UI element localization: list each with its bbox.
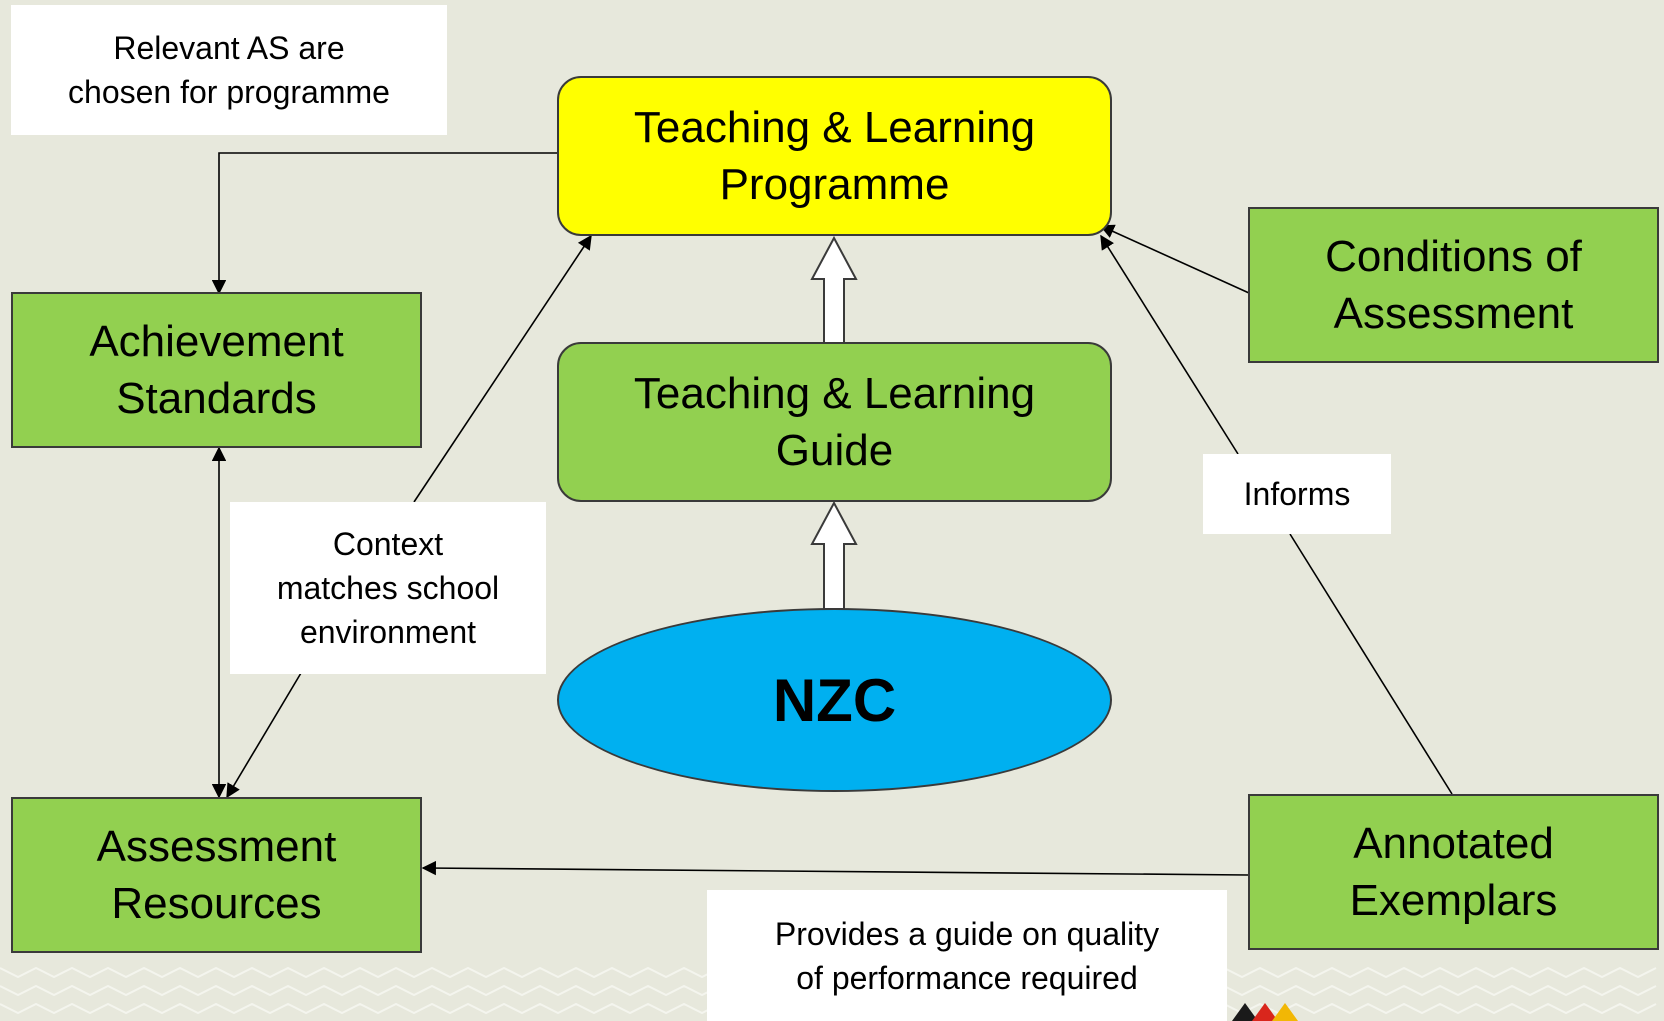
node-annotated-exemplars: Annotated Exemplars [1248, 794, 1659, 950]
note-informs-text: Informs [1243, 476, 1351, 512]
node-nzc: NZC [557, 608, 1112, 792]
connector-programme-to-achievement [211, 152, 558, 295]
node-guide-label: Teaching & Learning Guide [633, 369, 1036, 475]
node-programme-label: Teaching & Learning Programme [633, 103, 1036, 209]
logo-icon [1232, 1003, 1298, 1021]
connector-context-to-programme [413, 234, 592, 503]
connector-conditions-to-programme [1099, 224, 1250, 294]
connector-context-to-resources [226, 672, 302, 799]
node-achievement-standards: Achievement Standards [11, 292, 422, 448]
note-context: Context matches school environment [230, 502, 546, 674]
node-conditions-of-assessment: Conditions of Assessment [1248, 207, 1659, 363]
logo-triangle-yellow [1272, 1003, 1298, 1021]
note-provides-guide: Provides a guide on quality of performan… [707, 890, 1227, 1021]
note-relevant-as: Relevant AS are chosen for programme [11, 5, 447, 135]
block-arrow-guide-to-programme [810, 235, 858, 345]
node-achievement-label: Achievement Standards [89, 317, 344, 423]
note-informs: Informs [1203, 454, 1391, 534]
node-exemplars-label: Annotated Exemplars [1349, 819, 1558, 925]
logo-triangle-red [1252, 1003, 1278, 1021]
node-teaching-learning-programme: Teaching & Learning Programme [557, 76, 1112, 236]
note-context-text: Context matches school environment [276, 526, 500, 650]
connector-exemplars-to-informs [1289, 533, 1453, 795]
note-provides-guide-text: Provides a guide on quality of performan… [774, 915, 1160, 996]
node-nzc-label: NZC [772, 666, 897, 734]
connector-exemplars-to-resources [421, 860, 1249, 876]
node-teaching-learning-guide: Teaching & Learning Guide [557, 342, 1112, 502]
block-arrow-nzc-to-guide [810, 500, 858, 610]
node-conditions-label: Conditions of Assessment [1325, 232, 1582, 338]
node-resources-label: Assessment Resources [96, 822, 337, 928]
node-assessment-resources: Assessment Resources [11, 797, 422, 953]
connector-informs-to-programme [1100, 234, 1239, 455]
logo-triangle-black [1232, 1003, 1258, 1021]
note-relevant-as-text: Relevant AS are chosen for programme [68, 30, 390, 110]
